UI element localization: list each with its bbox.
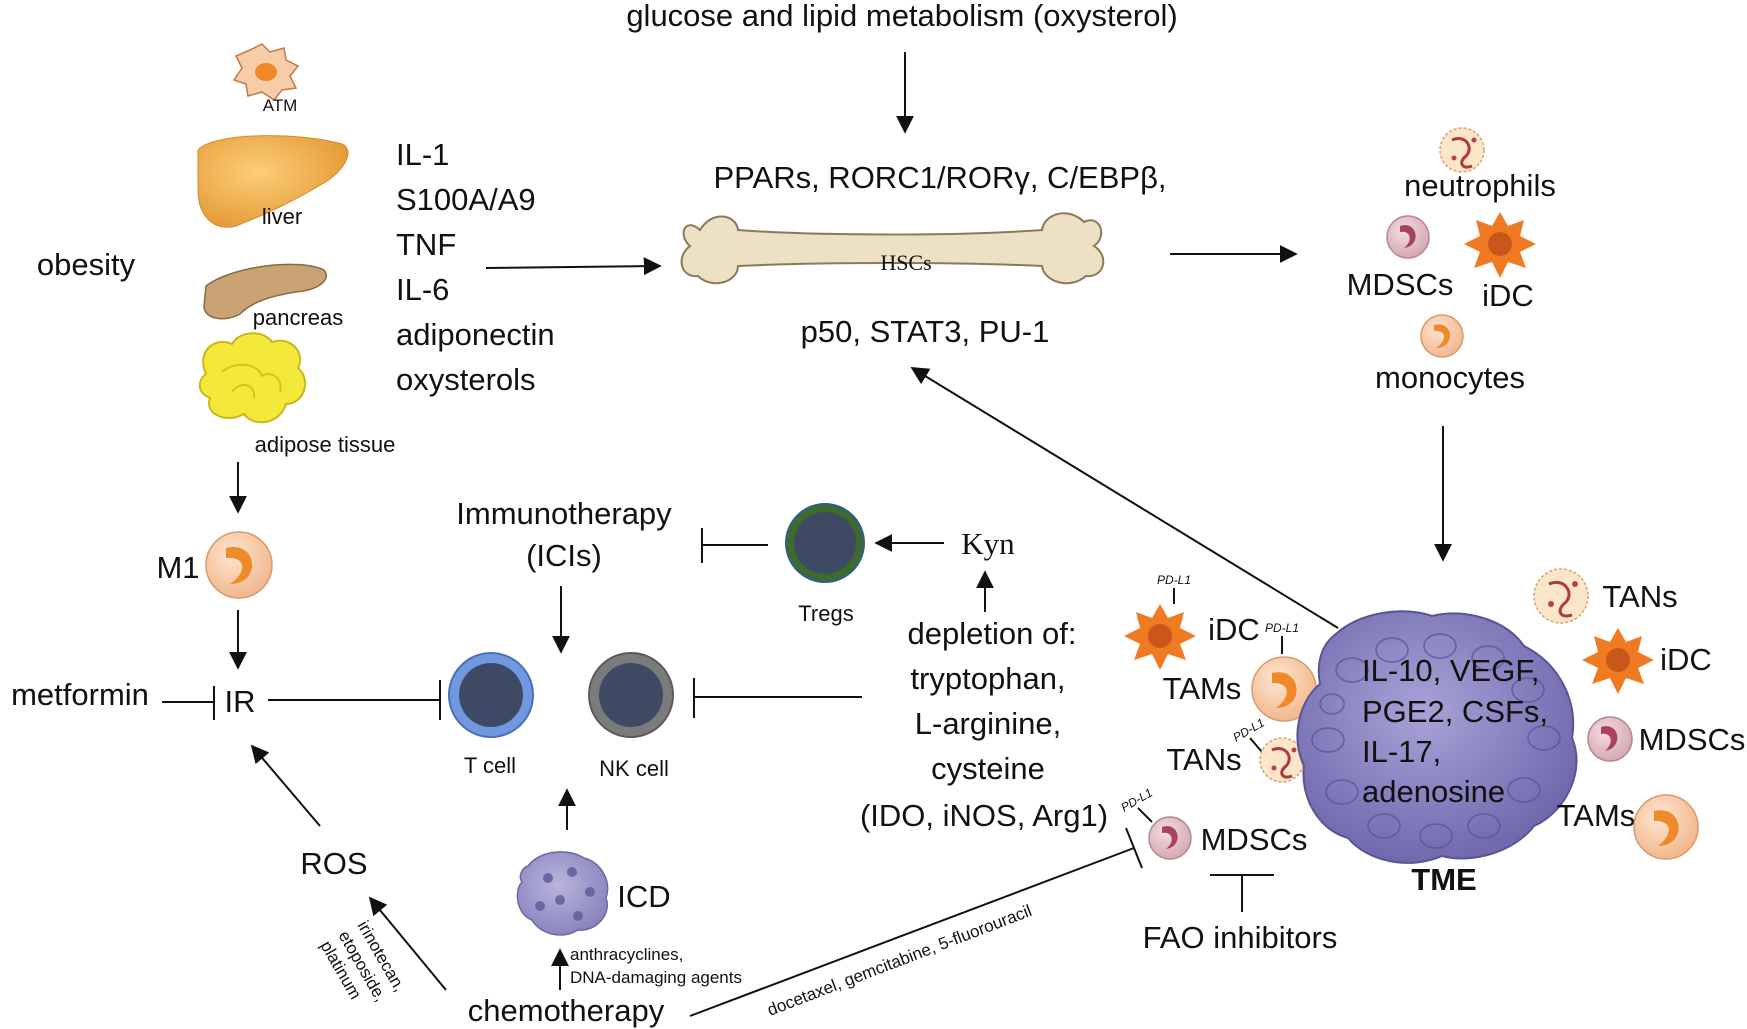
tam-cell-right	[1633, 794, 1699, 860]
depletion-line-4: cysteine	[931, 751, 1045, 786]
liver-organ	[197, 135, 349, 228]
monocytes-label: monocytes	[1375, 360, 1525, 395]
pd-l1-tans-stem	[1249, 737, 1263, 753]
tams-label-right: TAMs	[1557, 798, 1636, 833]
adipose-tissue	[198, 332, 307, 424]
transcription-factors-top: PPARs, RORC1/RORγ, C/EBPβ,	[713, 160, 1166, 195]
tme-factor-3: IL-17,	[1362, 734, 1441, 769]
mdsc-cell-side	[1148, 816, 1192, 860]
tams-label-side: TAMs	[1163, 671, 1242, 706]
tme-factor-1: IL-10, VEGF,	[1362, 653, 1539, 688]
icis-label: (ICIs)	[526, 538, 602, 573]
idc-label-right: iDC	[1660, 642, 1712, 677]
liver-label: liver	[262, 204, 302, 229]
cytokine-4: IL-6	[396, 272, 449, 307]
arrow-chemo-to-ros	[368, 896, 447, 991]
pd-l1-tans: PD-L1	[1231, 715, 1267, 744]
mdscs-label-right: MDSCs	[1639, 722, 1746, 757]
transcription-factors-bottom: p50, STAT3, PU-1	[801, 314, 1050, 349]
inhibit-chemo-mdscs	[689, 847, 1135, 1017]
tme-tumor	[1296, 610, 1578, 864]
chemotherapy-label: chemotherapy	[468, 993, 665, 1028]
depletion-line-2: tryptophan,	[910, 661, 1065, 696]
icd-drugs-1: anthracyclines,	[570, 945, 683, 964]
metabolism-label: glucose and lipid metabolism (oxysterol)	[626, 0, 1177, 33]
atm-label: ATM	[263, 96, 298, 115]
mdsc-cell-right	[1587, 716, 1633, 762]
cytokine-5: adiponectin	[396, 317, 555, 352]
monocyte-cell-top	[1420, 314, 1464, 358]
atm-cell	[232, 43, 300, 102]
hsc-label: HSCs	[880, 250, 931, 275]
pd-l1-tams: PD-L1	[1265, 621, 1299, 635]
depletion-line-3: L-arginine,	[915, 706, 1061, 741]
tan-cell-right	[1533, 568, 1589, 624]
pancreas-organ	[203, 263, 327, 320]
fao-label: FAO inhibitors	[1143, 920, 1338, 955]
metformin-label: metformin	[11, 677, 149, 712]
pancreas-label: pancreas	[253, 305, 344, 330]
bone-hsc	[680, 212, 1105, 285]
cytokine-6: oxysterols	[396, 362, 536, 397]
adipose-label: adipose tissue	[255, 432, 396, 457]
ros-drugs: irinotecan, etoposide, platinum	[317, 918, 410, 1005]
pd-l1-idc: PD-L1	[1157, 573, 1191, 587]
mdscs-label-top: MDSCs	[1347, 267, 1454, 302]
ir-label: IR	[225, 684, 256, 719]
t-cell-label: T cell	[464, 753, 516, 778]
pd-l1-mdscs-stem	[1137, 807, 1153, 823]
pd-l1-mdscs: PD-L1	[1119, 785, 1155, 814]
idc-cell-top	[1464, 212, 1536, 278]
cytokine-2: S100A/A9	[396, 182, 536, 217]
treg-cell	[785, 503, 865, 583]
icd-label: ICD	[617, 879, 670, 914]
idc-cell-side	[1124, 604, 1196, 670]
arrow-ros-to-ir	[250, 744, 321, 827]
depletion-line-1: depletion of:	[908, 616, 1077, 651]
tme-factor-2: PGE2, CSFs,	[1362, 694, 1548, 729]
icd-drugs-2: DNA-damaging agents	[570, 968, 742, 987]
obesity-label: obesity	[37, 247, 136, 282]
immunotherapy-label: Immunotherapy	[456, 496, 672, 531]
idc-label-top: iDC	[1482, 278, 1534, 313]
depletion-line-5: (IDO, iNOS, Arg1)	[860, 798, 1108, 833]
nk-cell-label: NK cell	[599, 756, 669, 781]
ros-label: ROS	[300, 846, 367, 881]
arrow-cytokines-to-hsc	[485, 257, 662, 276]
tregs-label: Tregs	[798, 601, 853, 626]
kyn-label: Kyn	[961, 526, 1015, 561]
chemo-drugs: docetaxel, gemcitabine, 5-fluorouracil	[765, 901, 1035, 1020]
mdscs-label-side: MDSCs	[1201, 822, 1308, 857]
icd-tumor	[516, 851, 609, 936]
inhibit-bar-mdscs	[1125, 827, 1143, 869]
idc-cell-right	[1582, 628, 1654, 694]
tme-label: TME	[1411, 862, 1476, 897]
mdsc-cell-top	[1386, 215, 1430, 259]
nk-cell	[588, 652, 674, 738]
tme-factor-4: adenosine	[1362, 774, 1505, 809]
t-cell	[448, 652, 534, 738]
cytokine-3: TNF	[396, 227, 456, 262]
arrow-tme-to-hsc	[910, 367, 1339, 629]
tans-label-side: TANs	[1166, 742, 1241, 777]
neutrophils-label: neutrophils	[1404, 168, 1556, 203]
idc-label-side: iDC	[1208, 612, 1260, 647]
neutrophil-cell	[1439, 127, 1485, 173]
tans-label-right: TANs	[1602, 579, 1677, 614]
cytokine-1: IL-1	[396, 137, 449, 172]
m1-macrophage	[205, 531, 273, 599]
m1-label: M1	[156, 550, 199, 585]
